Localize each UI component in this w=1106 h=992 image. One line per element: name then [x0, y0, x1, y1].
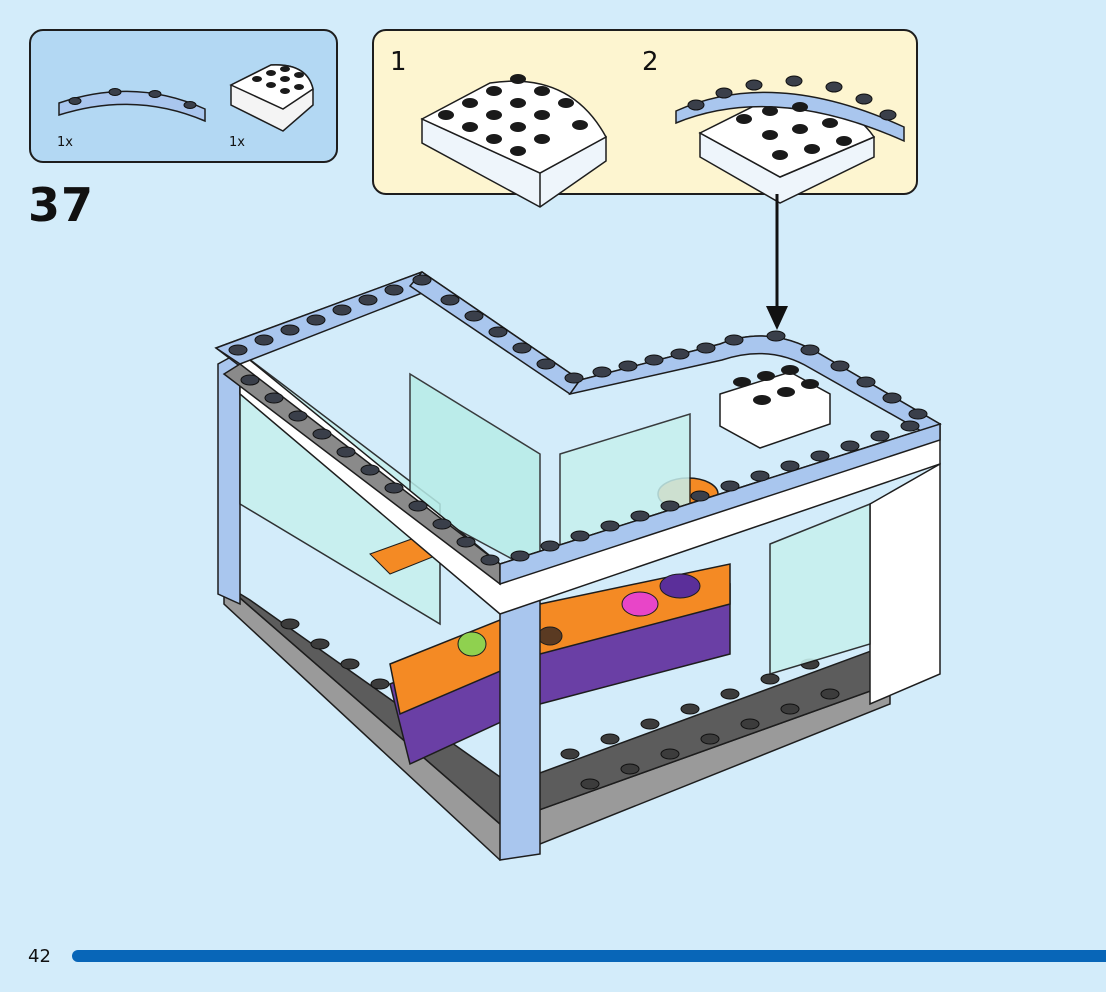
page-progress-bar	[72, 950, 1106, 962]
parts-list-box: 1x 1x	[29, 29, 338, 163]
part-1-quantity: 1x	[57, 135, 73, 150]
model-illustration	[214, 271, 942, 861]
sub-assembly-box: 1 2	[372, 29, 918, 208]
sub-step-2-image	[675, 75, 905, 204]
sub-step-1-number: 1	[390, 47, 407, 77]
sub-step-2-number: 2	[642, 47, 659, 77]
page-number: 42	[28, 946, 51, 967]
part-2-quantity: 1x	[229, 135, 245, 150]
placement-arrow	[766, 194, 788, 330]
sub-step-1-image	[420, 74, 608, 208]
step-number: 37	[28, 178, 95, 232]
curved-plate-part-image	[58, 88, 206, 123]
quarter-round-plate-part-image	[229, 64, 314, 132]
